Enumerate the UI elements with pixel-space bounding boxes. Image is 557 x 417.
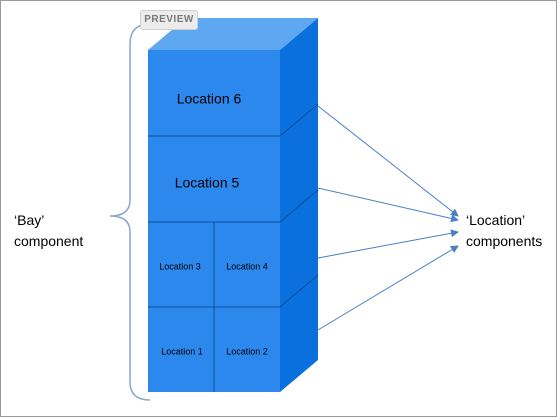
arrow-location-1-2 [317, 245, 459, 331]
bay-brace [109, 23, 151, 401]
location-2-label: Location 2 [226, 346, 268, 356]
side-divider [279, 103, 319, 137]
arrow-location-5 [317, 187, 459, 223]
arrow-location-6 [317, 105, 459, 217]
bay-label-line1: ‘Bay’ [14, 212, 45, 228]
location-components-label: ‘Location’ components [466, 210, 542, 252]
preview-badge: PREVIEW [140, 10, 198, 30]
location-label-line2: components [466, 233, 543, 249]
side-divider [279, 189, 319, 223]
location-4-label: Location 4 [226, 261, 268, 271]
location-5-label: Location 5 [175, 175, 240, 191]
arrow-location-3-4 [317, 229, 459, 259]
bay-label-line2: component [14, 233, 84, 249]
location-1-label: Location 1 [161, 346, 203, 356]
location-3-label: Location 3 [159, 261, 201, 271]
bay-component-label: ‘Bay’ component [14, 210, 83, 252]
location-label-line1: ‘Location’ [466, 212, 526, 228]
stack-side-face [280, 18, 318, 392]
side-divider [279, 274, 319, 308]
location-6-label: Location 6 [177, 91, 242, 107]
